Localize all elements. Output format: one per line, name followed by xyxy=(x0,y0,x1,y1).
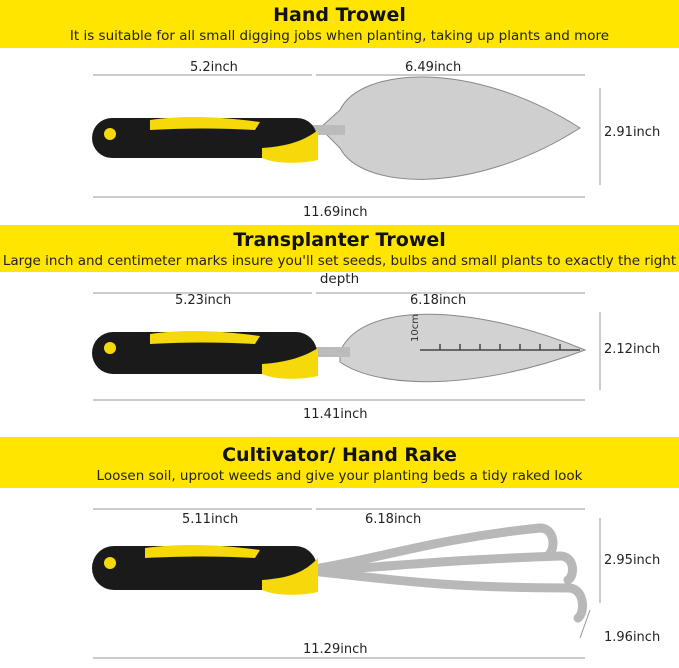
handle xyxy=(92,332,317,374)
head-length: 6.49inch xyxy=(405,60,462,75)
head-length: 6.18inch xyxy=(365,512,422,527)
total-length: 11.41inch xyxy=(303,407,368,422)
head-width: 2.91inch xyxy=(604,125,661,140)
cultivator-illustration xyxy=(92,508,601,659)
handle xyxy=(92,118,317,158)
handle-length: 5.11inch xyxy=(182,512,239,527)
transplanter-trowel-banner: Transplanter Trowel Large inch and centi… xyxy=(0,225,679,287)
section-title: Cultivator/ Hand Rake xyxy=(222,444,457,466)
handle-length: 5.2inch xyxy=(190,60,238,75)
head-length: 6.18inch xyxy=(410,293,467,308)
head-width: 2.95inch xyxy=(604,553,661,568)
handle-length: 5.23inch xyxy=(175,293,232,308)
head-width: 2.12inch xyxy=(604,342,661,357)
section-title: Hand Trowel xyxy=(273,4,406,26)
total-length: 11.29inch xyxy=(303,642,368,657)
section-subtitle: Loosen soil, uproot weeds and give your … xyxy=(96,468,583,484)
total-length: 11.69inch xyxy=(303,205,368,220)
head-height: 1.96inch xyxy=(604,630,661,645)
section-title: Transplanter Trowel xyxy=(233,229,446,251)
cultivator-banner: Cultivator/ Hand Rake Loosen soil, uproo… xyxy=(0,437,679,488)
hand-trowel-illustration xyxy=(92,74,601,198)
section-subtitle: Large inch and centimeter marks insure y… xyxy=(2,253,677,287)
section-subtitle: It is suitable for all small digging job… xyxy=(69,28,610,44)
hand-trowel-banner: Hand Trowel It is suitable for all small… xyxy=(0,0,679,48)
transplanter-trowel-illustration: 10cm xyxy=(92,292,601,401)
scale-label: 10cm xyxy=(410,314,421,342)
